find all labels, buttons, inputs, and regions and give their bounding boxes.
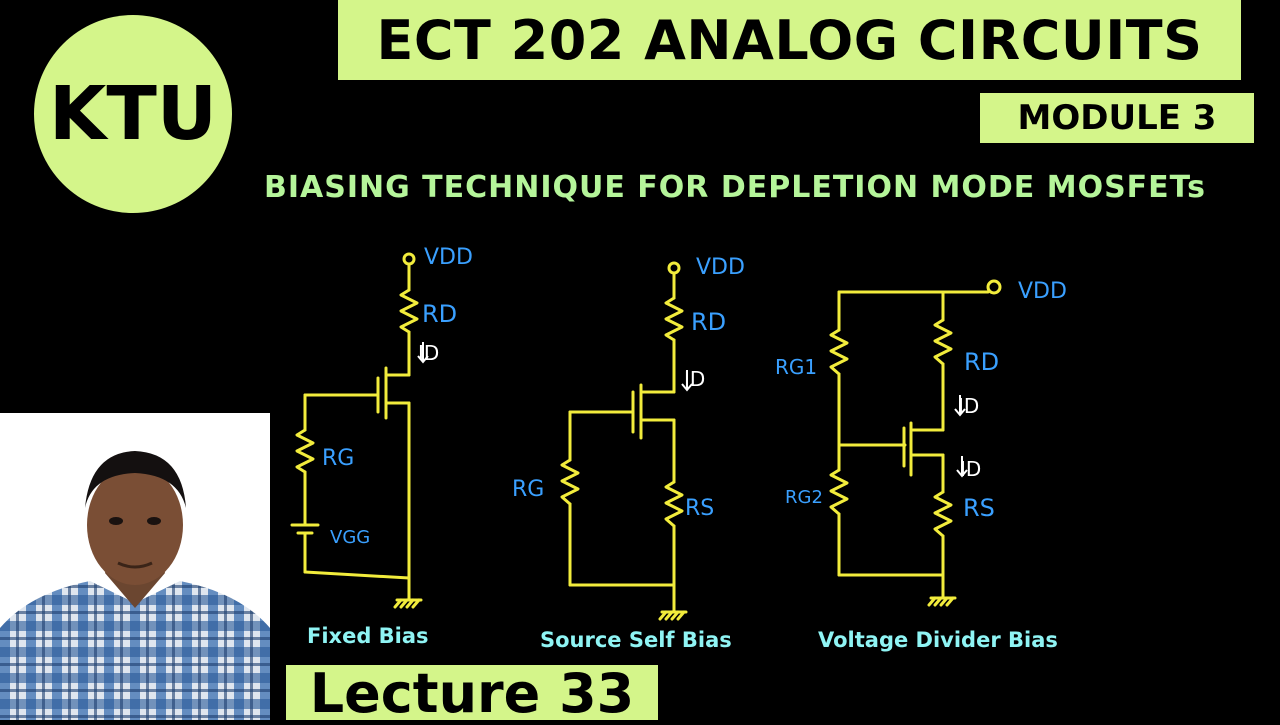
self-rg-label: RG xyxy=(512,477,544,502)
presenter-photo xyxy=(0,413,270,720)
div-rs-resistor xyxy=(933,490,953,538)
div-rs-label: RS xyxy=(963,494,995,522)
fixed-bias-caption: Fixed Bias xyxy=(307,624,429,648)
div-rg1-label: RG1 xyxy=(775,355,817,379)
divider-bias-circuit xyxy=(829,279,1002,607)
self-rs-resistor xyxy=(664,480,684,528)
lecture-banner: Lecture 33 xyxy=(286,665,658,723)
fixed-bias-circuit xyxy=(290,252,423,609)
presenter-illustration xyxy=(0,413,270,720)
self-rg-resistor xyxy=(560,458,580,506)
current-arrow-icon xyxy=(954,395,966,417)
div-id2-label: ID xyxy=(960,457,981,481)
module-badge: MODULE 3 xyxy=(980,93,1254,143)
fixed-vdd-label: VDD xyxy=(424,245,473,270)
rd-resistor xyxy=(399,288,419,334)
course-title: ECT 202 ANALOG CIRCUITS xyxy=(376,9,1203,72)
self-rs-label: RS xyxy=(685,496,714,521)
fixed-rg-label: RG xyxy=(322,446,354,471)
self-vdd-label: VDD xyxy=(696,255,745,280)
fixed-vgg-label: VGG xyxy=(330,527,370,548)
div-rd-label: RD xyxy=(964,348,999,376)
self-id-label: ID xyxy=(684,367,705,391)
rg-resistor xyxy=(295,428,315,474)
title-banner xyxy=(338,0,1241,80)
ktu-logo xyxy=(34,15,232,213)
current-arrow-icon xyxy=(681,370,693,392)
self-bias-circuit xyxy=(560,261,688,621)
div-rd-resistor xyxy=(933,318,953,366)
rg1-resistor xyxy=(829,328,849,376)
rg2-resistor xyxy=(829,468,849,516)
current-arrow-icon xyxy=(956,456,968,478)
current-arrow-icon xyxy=(417,342,429,364)
self-bias-caption: Source Self Bias xyxy=(540,628,732,652)
self-rd-resistor xyxy=(664,296,684,342)
topic-subtitle: BIASING TECHNIQUE FOR DEPLETION MODE MOS… xyxy=(263,170,1207,205)
self-rd-label: RD xyxy=(691,308,726,336)
ktu-logo-text: KTU xyxy=(49,71,217,157)
div-vdd-label: VDD xyxy=(1018,279,1067,304)
divider-bias-caption: Voltage Divider Bias xyxy=(818,628,1058,652)
fixed-rd-label: RD xyxy=(422,300,457,328)
fixed-id-label: ID xyxy=(418,341,439,365)
div-rg2-label: RG2 xyxy=(785,487,823,508)
